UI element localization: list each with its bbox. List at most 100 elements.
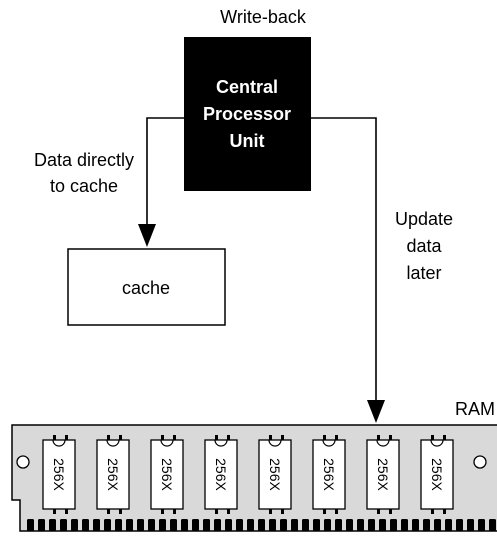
- ram-pins: [27, 519, 496, 531]
- ram-chip-leg: [443, 509, 446, 514]
- ram-chip: 256X: [204, 435, 238, 514]
- ram-chip-notch: [376, 439, 390, 447]
- ram-chip-body: [420, 439, 454, 510]
- ram-chip-leg: [335, 509, 338, 514]
- ram-edge-pin: [346, 519, 353, 531]
- ram-edge-pin: [159, 519, 166, 531]
- ram-chip-label: 256X: [267, 458, 283, 491]
- ram-edge-pin: [170, 519, 177, 531]
- cache-box: cache: [67, 248, 226, 326]
- ram-chip-leg: [281, 509, 284, 514]
- ram-chip: 256X: [42, 435, 76, 514]
- ram-edge-pin: [489, 519, 496, 531]
- ram-chip-leg: [215, 509, 218, 514]
- ram-chip-leg: [173, 509, 176, 514]
- ram-chip-leg: [53, 435, 56, 440]
- ram-chip: 256X: [150, 435, 184, 514]
- ram-chip-leg: [227, 435, 230, 440]
- ram-chip-body: [366, 439, 400, 510]
- ram-edge-pin: [27, 519, 34, 531]
- ram-chip-leg: [65, 509, 68, 514]
- ram-edge-pin: [412, 519, 419, 531]
- ram-chip-notch: [214, 439, 228, 447]
- ram-edge-pin: [115, 519, 122, 531]
- cache-label: cache: [122, 278, 170, 298]
- ram-edge-pin: [49, 519, 56, 531]
- ram-chip-leg: [215, 435, 218, 440]
- cpu-to-ram-line: [311, 117, 377, 405]
- ram-chips: 256X 256X 256X 256X 256X 256X 256X 256X: [42, 435, 454, 514]
- ram-chip-leg: [53, 509, 56, 514]
- ram-edge-pin: [456, 519, 463, 531]
- ram-chip-body: [150, 439, 184, 510]
- ram-chip-label: 256X: [213, 458, 229, 491]
- ram-chip-leg: [173, 435, 176, 440]
- ram-chip-leg: [281, 435, 284, 440]
- ram-label: RAM: [455, 399, 495, 419]
- ram-edge-pin: [60, 519, 67, 531]
- ram-chip-leg: [431, 435, 434, 440]
- ram-edge-pin: [258, 519, 265, 531]
- ram-chip-leg: [269, 435, 272, 440]
- ram-edge-pin: [280, 519, 287, 531]
- ram-chip-label: 256X: [375, 458, 391, 491]
- connectors: [146, 117, 377, 405]
- cpu-to-cache-line: [146, 117, 184, 238]
- ram-edge-pin: [324, 519, 331, 531]
- ram-chip-notch: [160, 439, 174, 447]
- ram-edge-pin: [467, 519, 474, 531]
- ram-chip-notch: [52, 439, 66, 447]
- ram-chip-leg: [269, 509, 272, 514]
- ram-chip-leg: [431, 509, 434, 514]
- ram-chip-leg: [323, 509, 326, 514]
- ram-edge-pin: [379, 519, 386, 531]
- ram-edge-pin: [357, 519, 364, 531]
- ram-edge-pin: [423, 519, 430, 531]
- ram-chip-body: [204, 439, 238, 510]
- ram-chip: 256X: [366, 435, 400, 514]
- ram-chip-leg: [323, 435, 326, 440]
- ram-edge-pin: [203, 519, 210, 531]
- ram-chip-notch: [106, 439, 120, 447]
- ram-chip-notch: [268, 439, 282, 447]
- ram-edge-pin: [148, 519, 155, 531]
- ram-chip-label: 256X: [429, 458, 445, 491]
- ram-chip-label: 256X: [321, 458, 337, 491]
- ram-edge-pin: [126, 519, 133, 531]
- ram-edge-pin: [313, 519, 320, 531]
- ram-edge-pin: [302, 519, 309, 531]
- cpu-label-line-1: Central: [216, 77, 278, 97]
- ram-chip: 256X: [258, 435, 292, 514]
- ram-chip-body: [42, 439, 76, 510]
- ram-chip-label: 256X: [105, 458, 121, 491]
- ram-edge-pin: [269, 519, 276, 531]
- ram-chip-leg: [377, 435, 380, 440]
- ram-edge-pin: [335, 519, 342, 531]
- ram-chip-leg: [119, 435, 122, 440]
- ram-chip-body: [96, 439, 130, 510]
- ram-edge-pin: [478, 519, 485, 531]
- ram-chip-leg: [377, 509, 380, 514]
- cpu-label-line-2: Processor: [203, 104, 291, 124]
- ram-chip-notch: [322, 439, 336, 447]
- ram-edge-pin: [236, 519, 243, 531]
- ram-chip-leg: [119, 509, 122, 514]
- ram-edge-pin: [401, 519, 408, 531]
- ram-chip-leg: [107, 509, 110, 514]
- ram-chip-leg: [389, 509, 392, 514]
- ram-chip-label: 256X: [51, 458, 67, 491]
- ram-chip-leg: [443, 435, 446, 440]
- ram-edge-pin: [93, 519, 100, 531]
- ram-chip: 256X: [96, 435, 130, 514]
- ram-chip-leg: [107, 435, 110, 440]
- ram-edge-pin: [71, 519, 78, 531]
- ram-mount-hole-left: [16, 455, 30, 469]
- ram-chip-leg: [161, 509, 164, 514]
- ram-edge-pin: [104, 519, 111, 531]
- ram-chip-leg: [389, 435, 392, 440]
- ram-chip: 256X: [312, 435, 346, 514]
- ram-edge-pin: [82, 519, 89, 531]
- ram-chip-leg: [335, 435, 338, 440]
- cpu-box: Central Processor Unit: [184, 37, 311, 191]
